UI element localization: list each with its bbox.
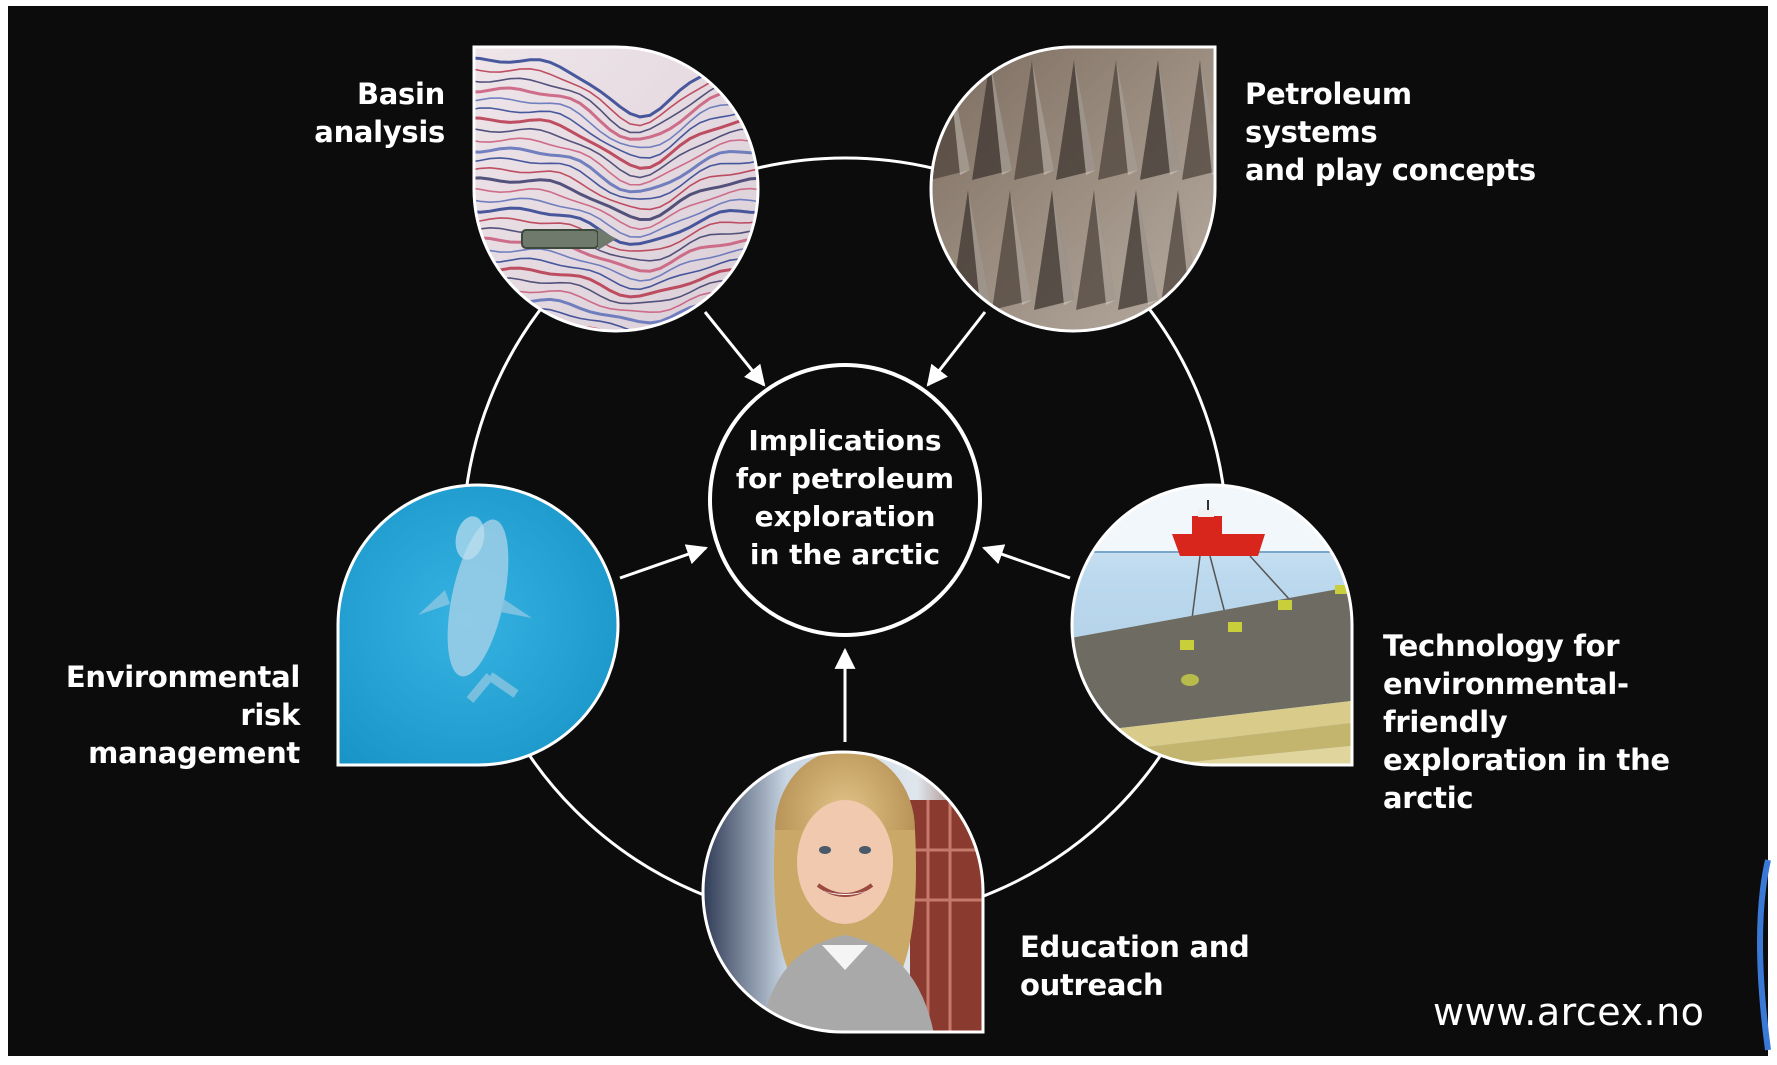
arrow-basin	[703, 311, 766, 387]
arrow-technology	[982, 544, 1071, 580]
label-technology: Technology for environmental-friendly ex…	[1383, 629, 1670, 815]
center-circle	[708, 363, 982, 637]
footer-url: www.arcex.no	[1433, 990, 1705, 1034]
arrows	[619, 311, 1071, 742]
label-environmental-risk: Environmental risk management	[65, 660, 300, 770]
center-label: Implications for petroleum exploration i…	[735, 424, 955, 571]
student-portrait-photo	[701, 750, 985, 1034]
label-education: Education and outreach	[1020, 930, 1250, 1002]
seismic-section-photo	[472, 45, 760, 333]
arrow-environment	[619, 544, 708, 580]
corner-accent	[1757, 859, 1771, 1051]
label-petroleum-systems: Petroleum systems and play concepts	[1245, 77, 1536, 187]
arrow-petroleum	[926, 311, 987, 387]
label-basin-analysis: Basin analysis	[314, 77, 445, 149]
rock-outcrop-photo	[929, 45, 1217, 333]
whale-in-ocean-photo	[336, 483, 620, 767]
survey-vessel-illustration	[1070, 483, 1354, 767]
